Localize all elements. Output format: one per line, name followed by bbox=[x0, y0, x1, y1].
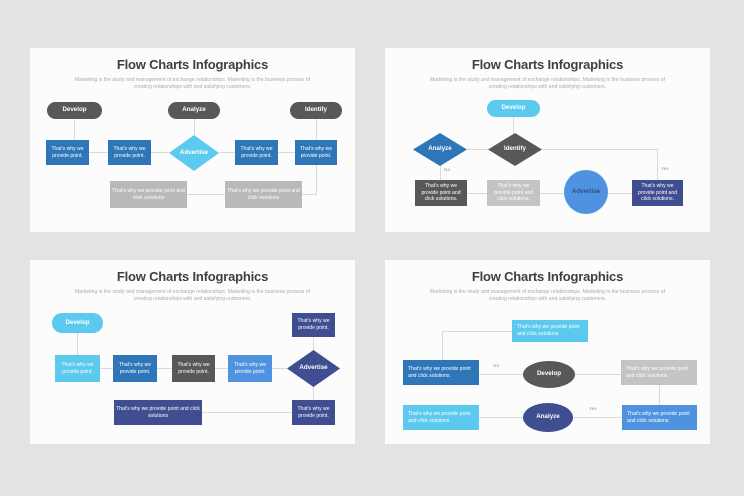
connector-line bbox=[573, 417, 622, 418]
connector-line bbox=[157, 368, 172, 369]
process-box: That's why we provide point. bbox=[55, 355, 100, 382]
process-box: That's why we provide point. bbox=[235, 140, 278, 165]
connector-line bbox=[513, 117, 514, 133]
slide-title: Flow Charts Infographics bbox=[116, 269, 269, 284]
solution-box: That's why we provide point and click so… bbox=[415, 180, 467, 206]
connector-line bbox=[540, 193, 564, 194]
pill-develop: Develop bbox=[487, 100, 540, 117]
connector-line bbox=[77, 333, 78, 355]
slide-title: Flow Charts Infographics bbox=[471, 269, 624, 284]
pill-develop: Develop bbox=[52, 313, 103, 333]
connector-line bbox=[659, 385, 660, 405]
branch-label-yes: Yes bbox=[661, 167, 669, 172]
connector-line bbox=[479, 417, 523, 418]
connector-line bbox=[151, 152, 169, 153]
process-box: That's why we provide point. bbox=[228, 355, 272, 382]
solution-box: That's why we provide point and click so… bbox=[110, 181, 187, 208]
process-box: That's why we provide point. bbox=[292, 400, 335, 425]
solution-box: That's why we provide point and click so… bbox=[621, 360, 697, 385]
diamond-identify: Identify bbox=[488, 133, 542, 166]
connector-line bbox=[440, 166, 441, 180]
solution-box: That's why we provide point and click so… bbox=[622, 405, 697, 430]
solution-box: That's why we provide point and click so… bbox=[225, 181, 302, 208]
connector-line bbox=[316, 119, 317, 140]
connector-line bbox=[187, 194, 225, 195]
diamond-advertise: Advertise bbox=[169, 135, 219, 171]
solution-box: That's why we provide point and click so… bbox=[403, 405, 479, 430]
connector-line bbox=[194, 119, 195, 135]
connector-line bbox=[272, 368, 287, 369]
connector-line bbox=[202, 412, 292, 413]
process-box: That's why we provide point. bbox=[113, 355, 157, 382]
slide-thumbnail-2[interactable]: Flow Charts Infographics Marketing is th… bbox=[385, 48, 710, 232]
connector-line bbox=[657, 149, 658, 180]
slide-thumbnail-4[interactable]: Flow Charts Infographics Marketing is th… bbox=[385, 260, 710, 444]
pill-identify: Identify bbox=[290, 102, 342, 119]
slide-title: Flow Charts Infographics bbox=[116, 57, 269, 72]
slide-thumbnail-3[interactable]: Flow Charts Infographics Marketing is th… bbox=[30, 260, 355, 444]
connector-line bbox=[575, 374, 621, 375]
connector-line bbox=[442, 331, 443, 360]
diamond-advertise: Advertise bbox=[287, 350, 340, 387]
solution-box: That's why we provide point and click so… bbox=[487, 180, 540, 206]
process-box: That's why we provide point. bbox=[46, 140, 89, 165]
connector-line bbox=[467, 193, 487, 194]
connector-line bbox=[313, 387, 314, 400]
pill-develop: Develop bbox=[47, 102, 102, 119]
branch-label-no: No bbox=[444, 168, 451, 173]
connector-line bbox=[278, 152, 295, 153]
connector-line bbox=[608, 193, 632, 194]
ellipse-develop: Develop bbox=[523, 361, 575, 388]
connector-line bbox=[442, 331, 512, 332]
slide-thumbnail-1[interactable]: Flow Charts Infographics Marketing is th… bbox=[30, 48, 355, 232]
connector-line bbox=[302, 194, 316, 195]
connector-line bbox=[467, 149, 488, 150]
process-box: That's why we provide point. bbox=[292, 313, 335, 337]
slide-subtitle: Marketing is the study and management of… bbox=[429, 77, 665, 91]
process-box: That's why we provide point. bbox=[172, 355, 215, 382]
connector-line bbox=[316, 165, 317, 195]
slide-title: Flow Charts Infographics bbox=[471, 57, 624, 72]
pill-analyze: Analyze bbox=[168, 102, 220, 119]
connector-line bbox=[215, 368, 228, 369]
connector-line bbox=[479, 374, 523, 375]
slide-subtitle: Marketing is the study and management of… bbox=[429, 289, 665, 303]
solution-box: That's why we provide point and click so… bbox=[114, 400, 202, 425]
connector-line bbox=[100, 368, 113, 369]
connector-line bbox=[89, 152, 108, 153]
branch-label-yes: Yes bbox=[589, 407, 597, 412]
process-box: That's why we provide point. bbox=[295, 140, 337, 165]
solution-box: That's why we provide point and click so… bbox=[512, 320, 588, 342]
ellipse-analyze: Analyze bbox=[523, 403, 573, 432]
connector-line bbox=[74, 119, 75, 140]
solution-box: That's why we provide point and click so… bbox=[632, 180, 683, 206]
slide-subtitle: Marketing is the study and management of… bbox=[74, 289, 310, 303]
connector-line bbox=[542, 149, 657, 150]
solution-box: That's why we provide point and click so… bbox=[403, 360, 479, 385]
diamond-analyze: Analyze bbox=[413, 133, 467, 166]
connector-line bbox=[313, 337, 314, 350]
circle-advertise: Advertise bbox=[564, 170, 608, 214]
connector-line bbox=[219, 152, 235, 153]
process-box: That's why we provide point. bbox=[108, 140, 151, 165]
slide-subtitle: Marketing is the study and management of… bbox=[74, 77, 310, 91]
branch-label-no: No bbox=[493, 364, 500, 369]
